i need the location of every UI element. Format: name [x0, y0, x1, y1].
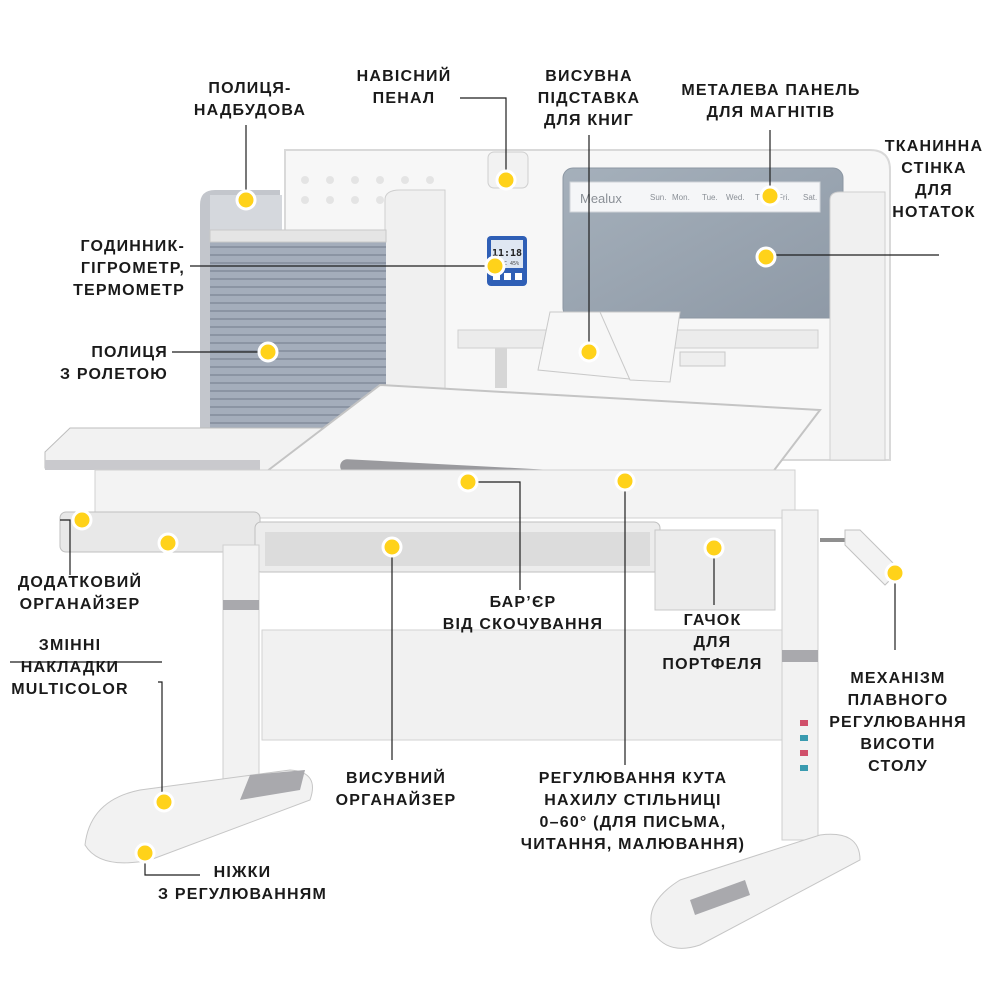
marker-dot	[614, 470, 636, 492]
label-line: ВИСУВНА	[545, 68, 633, 85]
label-legs: НІЖКИ З РЕГУЛЮВАННЯМ	[155, 862, 355, 906]
label-line: РЕГУЛЮВАННЯ	[829, 714, 967, 731]
label-clock: ГОДИННИК- ГІГРОМЕТР, ТЕРМОМЕТР	[40, 236, 185, 302]
label-line: MULTICOLOR	[11, 681, 129, 698]
label-line: ВИСУВНИЙ	[345, 770, 447, 787]
label-extra-organizer: ДОДАТКОВИЙ ОРГАНАЙЗЕР	[6, 572, 154, 616]
marker-dot	[484, 255, 506, 277]
label-line: НОТАТОК	[892, 204, 976, 221]
marker-dot	[134, 842, 156, 864]
label-line: ДЛЯ КНИГ	[543, 112, 635, 129]
label-line: НАХИЛУ СТІЛЬНИЦІ	[544, 792, 722, 809]
leader-lines	[10, 97, 939, 876]
label-hook: ГАЧОК ДЛЯ ПОРТФЕЛЯ	[650, 610, 775, 676]
label-line: НАВІСНИЙ	[356, 68, 452, 85]
label-line: СТІНКА	[901, 160, 967, 177]
weekday: Tue.	[702, 193, 718, 202]
weekday: Fri.	[778, 193, 790, 202]
label-line: ГОДИННИК-	[80, 238, 185, 255]
label-line: НАДБУДОВА	[193, 102, 307, 119]
label-shelf-top: ПОЛИЦЯ- НАДБУДОВА	[180, 78, 320, 122]
desk-legs	[84, 509, 861, 949]
label-line: ПЛАВНОГО	[847, 692, 949, 709]
label-line: НІЖКИ	[213, 864, 272, 881]
marker-dot	[495, 169, 517, 191]
marker-dot	[759, 185, 781, 207]
label-drawer: ВИСУВНИЙ ОРГАНАЙЗЕР	[326, 768, 466, 812]
label-line: ОРГАНАЙЗЕР	[335, 792, 457, 809]
label-line: ДЛЯ МАГНІТІВ	[706, 104, 836, 121]
label-line: ВІД СКОЧУВАННЯ	[442, 616, 604, 633]
label-covers: ЗМІННІ НАКЛАДКИ MULTICOLOR	[0, 635, 140, 701]
label-line: СТОЛУ	[868, 758, 928, 775]
label-line: МЕХАНІЗМ	[850, 670, 946, 687]
label-line: ДОДАТКОВИЙ	[17, 574, 143, 591]
marker-dot	[235, 189, 257, 211]
label-line: БАР’ЄР	[489, 594, 557, 611]
marker-dot	[457, 471, 479, 493]
label-line: ЧИТАННЯ, МАЛЮВАННЯ)	[520, 836, 746, 853]
label-barrier: БАР’ЄР ВІД СКОЧУВАННЯ	[428, 592, 618, 636]
marker-dot	[755, 246, 777, 268]
marker-dot	[884, 562, 906, 584]
label-line: ЗМІННІ	[38, 637, 102, 654]
label-line: РЕГУЛЮВАННЯ КУТА	[538, 770, 728, 787]
label-line: З РОЛЕТОЮ	[60, 366, 168, 383]
weekday: Wed.	[726, 193, 745, 202]
marker-dot	[71, 509, 93, 531]
label-line: ДЛЯ	[915, 182, 953, 199]
label-book-stand: ВИСУВНА ПІДСТАВКА ДЛЯ КНИГ	[524, 66, 654, 132]
label-line: ТЕРМОМЕТР	[73, 282, 185, 299]
label-line: НАКЛАДКИ	[20, 659, 120, 676]
marker-dot	[257, 341, 279, 363]
drawer-housing	[59, 469, 796, 611]
label-line: ПІДСТАВКА	[537, 90, 641, 107]
label-pencil-case: НАВІСНИЙ ПЕНАЛ	[354, 66, 454, 110]
marker-dot	[381, 536, 403, 558]
weekday: Sat.	[803, 193, 817, 202]
label-height-mechanism: МЕХАНІЗМ ПЛАВНОГО РЕГУЛЮВАННЯ ВИСОТИ СТО…	[818, 668, 978, 778]
label-line: ДЛЯ	[693, 634, 732, 651]
label-tilt: РЕГУЛЮВАННЯ КУТА НАХИЛУ СТІЛЬНИЦІ 0–60° …	[498, 768, 768, 856]
label-fabric-wall: ТКАНИННА СТІНКА ДЛЯ НОТАТОК	[874, 136, 994, 224]
label-line: 0–60° (ДЛЯ ПИСЬМА,	[539, 814, 727, 831]
label-line: З РЕГУЛЮВАННЯМ	[157, 886, 327, 903]
label-line: ПОЛИЦЯ-	[208, 80, 292, 97]
label-line: ГІГРОМЕТР,	[80, 260, 185, 277]
marker-dot	[153, 791, 175, 813]
label-metal-panel: МЕТАЛЕВА ПАНЕЛЬ ДЛЯ МАГНІТІВ	[676, 80, 866, 124]
label-line: ТКАНИННА	[884, 138, 984, 155]
marker-dot	[157, 532, 179, 554]
label-line: ВИСОТИ	[860, 736, 936, 753]
weekday: Sun.	[650, 193, 666, 202]
clock-time: 11:18	[492, 248, 522, 259]
weekday: Mon.	[672, 193, 690, 202]
label-line: ГАЧОК	[683, 612, 742, 629]
marker-dot	[703, 537, 725, 559]
clock-reading: 23°C 45%	[495, 261, 519, 267]
label-roller-shelf: ПОЛИЦЯ З РОЛЕТОЮ	[50, 342, 168, 386]
annotation-markers	[71, 169, 906, 864]
label-line: МЕТАЛЕВА ПАНЕЛЬ	[681, 82, 861, 99]
label-line: ПЕНАЛ	[372, 90, 436, 107]
label-line: ПОРТФЕЛЯ	[662, 656, 763, 673]
label-line: ОРГАНАЙЗЕР	[19, 596, 141, 613]
brand-logo: Mealux	[580, 191, 622, 206]
fabric-note-wall: Mealux Sun. Mon. Tue. Wed. Thu. Fri. Sat…	[562, 167, 844, 319]
label-line: ПОЛИЦЯ	[91, 344, 168, 361]
marker-dot	[578, 341, 600, 363]
